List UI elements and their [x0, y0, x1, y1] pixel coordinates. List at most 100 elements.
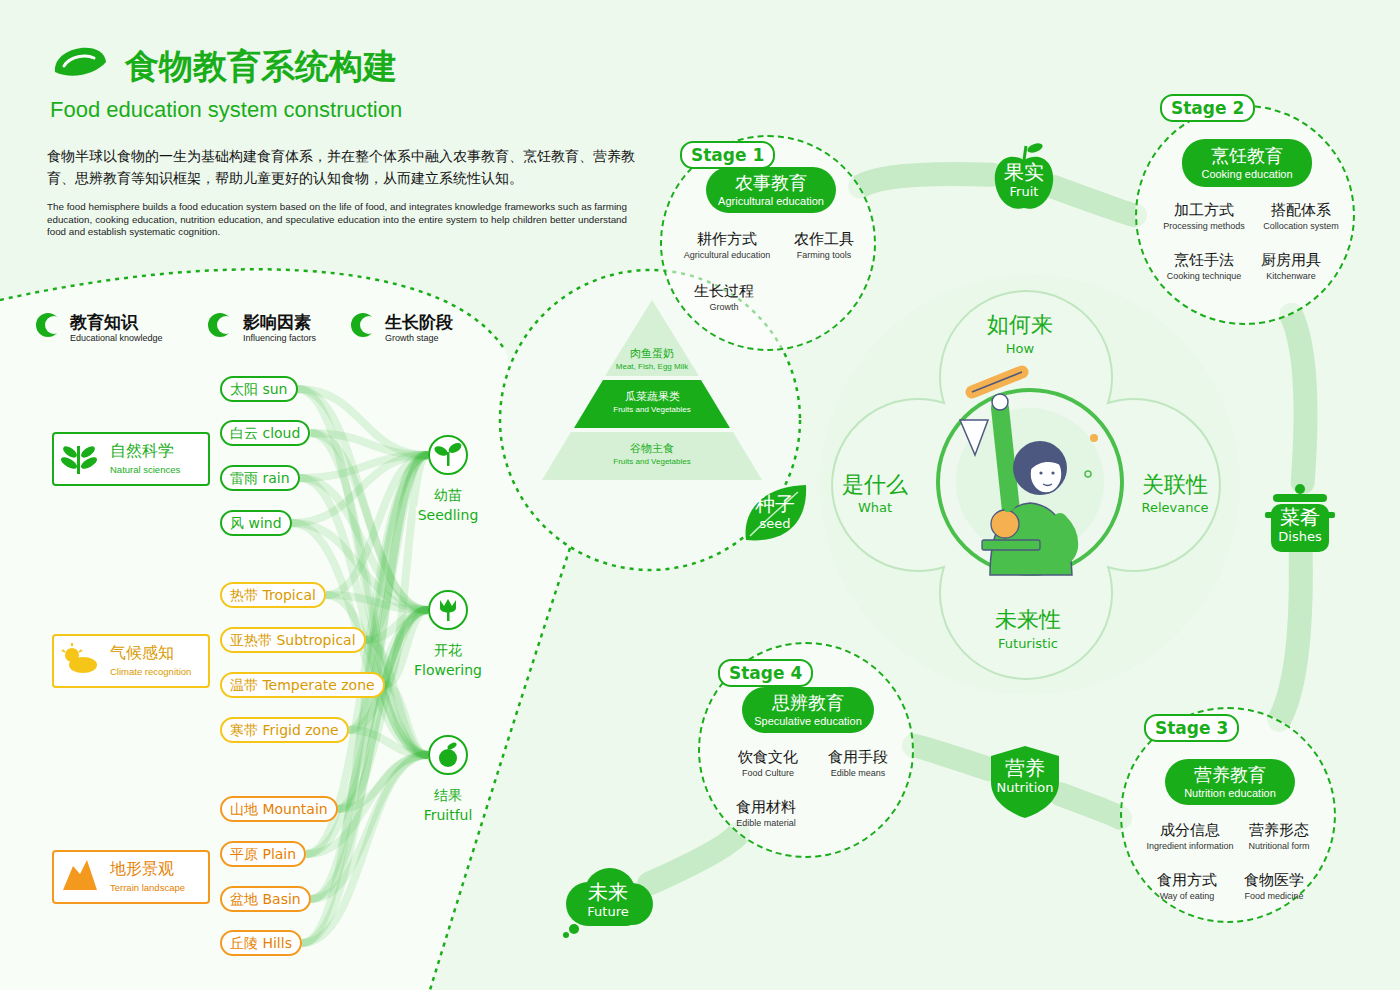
topic-item-sub: Ingredient information [1146, 841, 1233, 851]
factor-label: 山地 Mountain [230, 798, 328, 820]
tier-label: 肉鱼蛋奶 [630, 346, 674, 361]
topic-item: 厨房用具 [1261, 251, 1321, 270]
flow-band [302, 755, 428, 943]
factor-label: 温带 Temperate zone [230, 674, 375, 696]
topic-item-sub: Futuristic [998, 636, 1058, 651]
topic-item-sub: Food Culture [742, 768, 794, 778]
topic-subtitle: Speculative education [754, 714, 862, 728]
topic-pill: 营养教育Nutrition education [1165, 759, 1295, 805]
badge-sublabel: Future [587, 904, 628, 920]
stage-number: Stage 2 [1171, 96, 1244, 120]
topic-item: 营养形态 [1249, 821, 1309, 840]
badge-sublabel: seed [759, 516, 790, 532]
topic-item-sub: Food medicine [1244, 891, 1303, 901]
stage-sublabel: Seedling [416, 507, 481, 523]
stage-tag: Stage 2 [1160, 94, 1255, 122]
category-title: 气候感知 [110, 643, 174, 664]
stage-label: 开花 [432, 642, 464, 660]
topic-item: 搭配体系 [1271, 201, 1331, 220]
badge-label: 未来 [588, 880, 628, 904]
topic-item: 食用手段 [828, 748, 888, 767]
path-band [1054, 187, 1135, 215]
core-flower: 如何来How是什么What关联性Relevance未来性Futuristic [828, 285, 1225, 685]
factor-label: 丘陵 Hills [230, 932, 292, 954]
badge-label: 种子 [755, 492, 795, 516]
stage-tag: Stage 1 [680, 141, 775, 169]
topic-item-sub: Farming tools [797, 250, 852, 260]
stage-circle-group: 加工方式Processing methods搭配体系Collocation sy… [1135, 105, 1355, 325]
page-title: 食物教育系统构建 [125, 44, 397, 90]
node-shape [574, 380, 730, 428]
factor-pill: 亚热带 Subtropical [220, 627, 366, 653]
column-heading: 教育知识 [70, 311, 138, 334]
factor-pill: 丘陵 Hills [220, 930, 302, 956]
pyramid-tier: 瓜菜蔬果类Fruits and Vegetables [574, 380, 730, 428]
factor-label: 风 wind [230, 512, 282, 534]
category-subtitle: Climate recognition [110, 666, 191, 677]
topic-pill: 农事教育Agricultural education [706, 167, 836, 213]
category-title: 自然科学 [110, 441, 174, 462]
topic-item: 未来性 [995, 605, 1061, 635]
topic-item: 是什么 [842, 470, 908, 500]
topic-title: 思辨教育 [772, 692, 844, 714]
category-box: 气候感知 Climate recognition [52, 634, 210, 688]
topic-item-sub: Relevance [1141, 500, 1208, 515]
stage-label: 结果 [432, 787, 464, 805]
topic-item: 成分信息 [1160, 821, 1220, 840]
column-subheading: Growth stage [385, 333, 439, 343]
topic-subtitle: Agricultural education [718, 194, 824, 208]
stage-circle-group: 耕作方式Agricultural education农作工具Farming to… [660, 135, 876, 351]
path-badge: 果实Fruit [992, 140, 1056, 212]
badge-sublabel: Nutrition [997, 780, 1054, 796]
topic-item: 食用方式 [1157, 871, 1217, 890]
flow-band [302, 455, 428, 943]
topic-item-sub: What [858, 500, 892, 515]
factor-pill: 太阳 sun [220, 376, 298, 402]
stage-tag: Stage 4 [718, 659, 813, 687]
stage-circle: 开花Flowering [428, 590, 468, 630]
column-subheading: Influencing factors [243, 333, 316, 343]
stage-circle-group: 成分信息Ingredient information营养形态Nutritiona… [1120, 707, 1336, 923]
intro-text: The food hemisphere builds a food educat… [47, 201, 627, 239]
tier-sublabel: Meat, Fish, Egg Milk [616, 361, 688, 372]
category-title: 地形景观 [110, 859, 174, 880]
pyramid-tier: 谷物主食Fruits and Vegetables [542, 432, 762, 480]
factor-pill: 盆地 Basin [220, 886, 311, 912]
node-shape [542, 432, 762, 480]
stage-label: 幼苗 [432, 487, 464, 505]
topic-item-sub: Edible means [831, 768, 886, 778]
factor-pill: 热带 Tropical [220, 582, 326, 608]
topic-item: 生长过程 [694, 282, 754, 301]
factor-label: 亚热带 Subtropical [230, 629, 356, 651]
path-band [1291, 315, 1305, 482]
badge-sublabel: Dishes [1278, 529, 1321, 545]
topic-item-sub: Agricultural education [684, 250, 771, 260]
topic-item-sub: How [1006, 341, 1034, 356]
topic-pill: 思辨教育Speculative education [742, 687, 874, 733]
topic-pill: 烹饪教育Cooking education [1182, 139, 1312, 187]
category-box: 地形景观Terrain landscape [52, 850, 210, 904]
column-heading: 生长阶段 [385, 311, 453, 334]
factor-pill: 寒带 Frigid zone [220, 717, 349, 743]
factor-pill: 山地 Mountain [220, 796, 338, 822]
path-badge: 菜肴Dishes [1265, 482, 1335, 554]
badge-sublabel: Fruit [1010, 184, 1039, 200]
topic-item-sub: Way of eating [1160, 891, 1215, 901]
topic-item: 耕作方式 [697, 230, 757, 249]
path-band [1060, 794, 1120, 818]
topic-item-sub: Cooking technique [1167, 271, 1242, 281]
stage-sublabel: Fruitful [422, 807, 475, 823]
topic-item: 农作工具 [794, 230, 854, 249]
topic-item: 加工方式 [1174, 201, 1234, 220]
factor-pill: 白云 cloud [220, 420, 310, 446]
topic-item-sub: Edible material [736, 818, 796, 828]
factor-label: 平原 Plain [230, 843, 296, 865]
stage-sublabel: Flowering [412, 662, 484, 678]
factor-label: 寒带 Frigid zone [230, 719, 339, 741]
category-box: 自然科学Natural sciences [52, 432, 210, 486]
stage-number: Stage 3 [1155, 716, 1228, 740]
path-badge: 营养Nutrition [987, 744, 1063, 818]
factor-label: 白云 cloud [230, 422, 300, 444]
topic-title: 农事教育 [735, 172, 807, 194]
